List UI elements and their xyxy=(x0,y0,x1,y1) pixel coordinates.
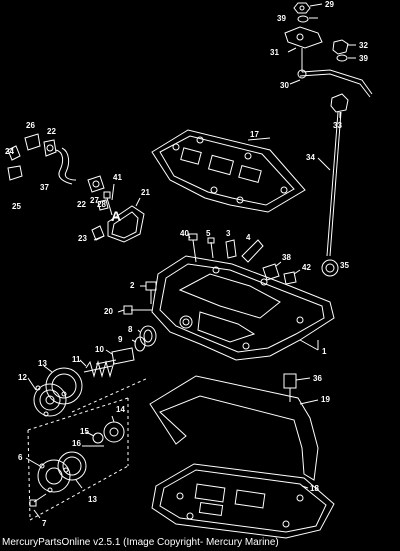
part-22-clip xyxy=(43,139,57,157)
assembly-guide-lines xyxy=(27,377,149,521)
callout-26: 26 xyxy=(26,121,35,130)
part-18-gasket-plate xyxy=(151,463,335,539)
callout-13-lower: 13 xyxy=(88,495,97,504)
callout-8: 8 xyxy=(128,325,133,334)
callout-7: 7 xyxy=(42,519,47,528)
part-42-fitting xyxy=(283,271,297,285)
callout-37: 37 xyxy=(40,183,49,192)
callout-30: 30 xyxy=(280,81,289,90)
part-5-screw xyxy=(207,237,215,259)
part-14-gear xyxy=(103,421,125,443)
callout-11: 11 xyxy=(72,355,81,364)
part-32-cap-nut xyxy=(332,39,349,55)
part-21-cover xyxy=(107,205,145,243)
part-4-sensor xyxy=(241,239,264,263)
callout-23: 23 xyxy=(78,234,87,243)
callout-42: 42 xyxy=(302,263,311,272)
part-35-cap xyxy=(321,259,339,277)
part-3-fitting xyxy=(225,239,237,259)
callout-39-top: 39 xyxy=(277,14,286,23)
part-41-screw xyxy=(103,191,113,216)
callout-14: 14 xyxy=(116,405,125,414)
part-27-28-fittings xyxy=(87,175,109,211)
callout-12: 12 xyxy=(18,373,27,382)
callout-18: 18 xyxy=(310,484,319,493)
part-34-rod xyxy=(326,111,342,257)
leader-lines xyxy=(25,3,356,519)
callout-25: 25 xyxy=(12,202,21,211)
callout-34: 34 xyxy=(306,153,315,162)
callout-17: 17 xyxy=(250,130,259,139)
callout-A: A xyxy=(111,208,121,224)
part-33-fitting xyxy=(330,93,349,113)
callout-36: 36 xyxy=(313,374,322,383)
callout-5: 5 xyxy=(206,229,211,238)
callout-22-top: 22 xyxy=(47,127,56,136)
part-13-gasket-upper xyxy=(45,367,83,405)
part-24-connector xyxy=(7,145,21,161)
part-9-ring xyxy=(134,336,146,352)
part-6-pump-body xyxy=(37,459,71,493)
callout-32: 32 xyxy=(359,41,368,50)
callout-15: 15 xyxy=(80,427,89,436)
callout-29: 29 xyxy=(325,0,334,9)
copyright-caption: MercuryPartsOnline v2.5.1 (Image Copyrig… xyxy=(2,537,279,548)
callout-21: 21 xyxy=(141,188,150,197)
part-39-washer-top xyxy=(297,15,309,23)
callout-31: 31 xyxy=(270,48,279,57)
callout-39-right: 39 xyxy=(359,54,368,63)
part-37-hose xyxy=(55,147,77,185)
callout-40: 40 xyxy=(180,229,189,238)
part-25-fitting xyxy=(7,165,23,181)
part-1-exhaust-plate xyxy=(151,255,335,361)
callout-13-upper: 13 xyxy=(38,359,47,368)
callout-24: 24 xyxy=(5,147,14,156)
callout-22-mid: 22 xyxy=(77,200,86,209)
callout-41: 41 xyxy=(113,173,122,182)
callout-2: 2 xyxy=(130,281,135,290)
part-31-bracket xyxy=(284,26,323,72)
part-38-plug xyxy=(262,263,280,281)
callout-33: 33 xyxy=(333,121,342,130)
callout-3: 3 xyxy=(226,229,231,238)
part-36-plug xyxy=(283,373,297,402)
callout-labels: 29 39 32 39 31 30 33 26 22 24 17 34 37 2… xyxy=(5,0,368,528)
part-30-link-rod xyxy=(297,69,373,98)
callout-20: 20 xyxy=(104,307,113,316)
part-7-screw xyxy=(29,493,47,507)
part-13-gasket-lower xyxy=(57,451,87,481)
callout-35: 35 xyxy=(340,261,349,270)
part-8-seal xyxy=(139,325,157,347)
part-17-gasket xyxy=(151,129,306,213)
part-11-spring xyxy=(83,360,115,378)
part-29-nut xyxy=(293,2,311,14)
callout-6: 6 xyxy=(18,453,23,462)
callout-28: 28 xyxy=(97,200,106,209)
callout-10: 10 xyxy=(95,345,104,354)
callout-19: 19 xyxy=(321,395,330,404)
callout-38: 38 xyxy=(282,253,291,262)
callout-4: 4 xyxy=(246,233,251,242)
callout-27: 27 xyxy=(90,196,99,205)
part-26-elbow xyxy=(24,133,41,151)
callout-16: 16 xyxy=(72,439,81,448)
part-15-ring xyxy=(92,432,104,444)
part-12-cover xyxy=(33,383,67,417)
callout-9: 9 xyxy=(118,335,123,344)
callout-1: 1 xyxy=(322,347,327,356)
part-19-seal xyxy=(149,375,319,481)
part-39-washer-right xyxy=(336,54,348,62)
part-20-bolt xyxy=(123,305,152,315)
